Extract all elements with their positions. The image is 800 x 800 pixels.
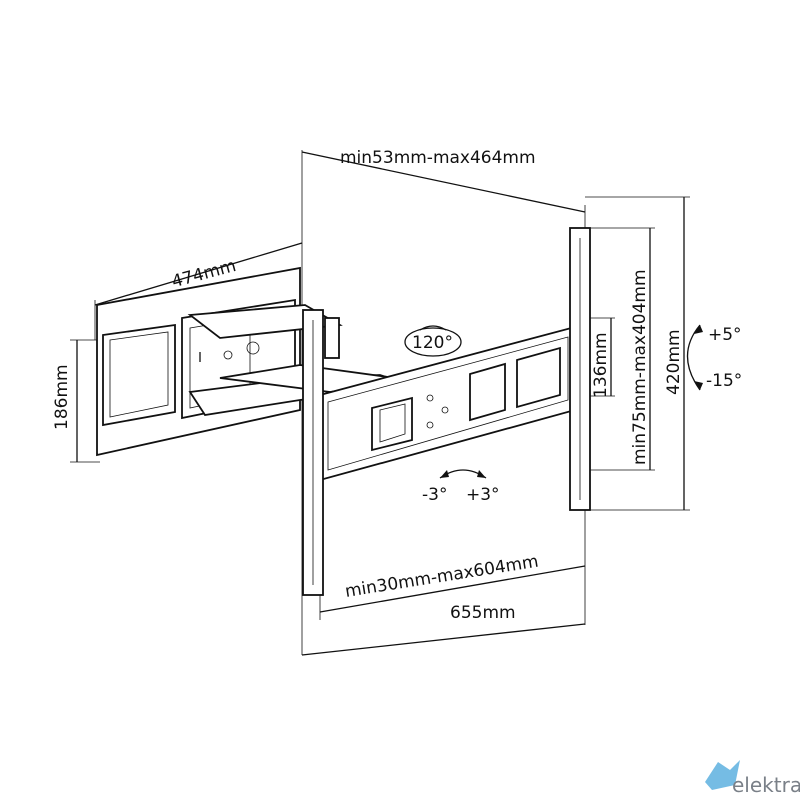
dimension-lines [76, 151, 685, 656]
tv-plate [302, 227, 591, 596]
label-plate-width: 655mm [450, 603, 516, 623]
label-plate-height: 420mm [664, 329, 684, 395]
label-level-left: -3° [422, 485, 447, 505]
label-arm-extension: min53mm-max464mm [340, 148, 536, 168]
elektra-logo: elektra [705, 760, 800, 797]
swivel-oval [404, 327, 462, 357]
label-swivel: 120° [412, 333, 453, 353]
label-horizontal-vesa: min30mm-max604mm [344, 552, 540, 602]
tilt-arrow-icon [687, 324, 701, 391]
label-wall-plate-height: 186mm [52, 364, 72, 430]
label-tilt-up: +5° [708, 325, 742, 345]
logo-text: elektra [732, 773, 800, 797]
label-level-right: +3° [466, 485, 500, 505]
swivel-arrow-icon [419, 325, 447, 331]
label-rail-spacing: 136mm [591, 332, 611, 398]
label-vertical-vesa: min75mm-max404mm [630, 269, 650, 465]
label-tilt-down: -15° [706, 371, 742, 391]
rotation-arrows [404, 324, 703, 479]
wall-plate [96, 266, 301, 457]
